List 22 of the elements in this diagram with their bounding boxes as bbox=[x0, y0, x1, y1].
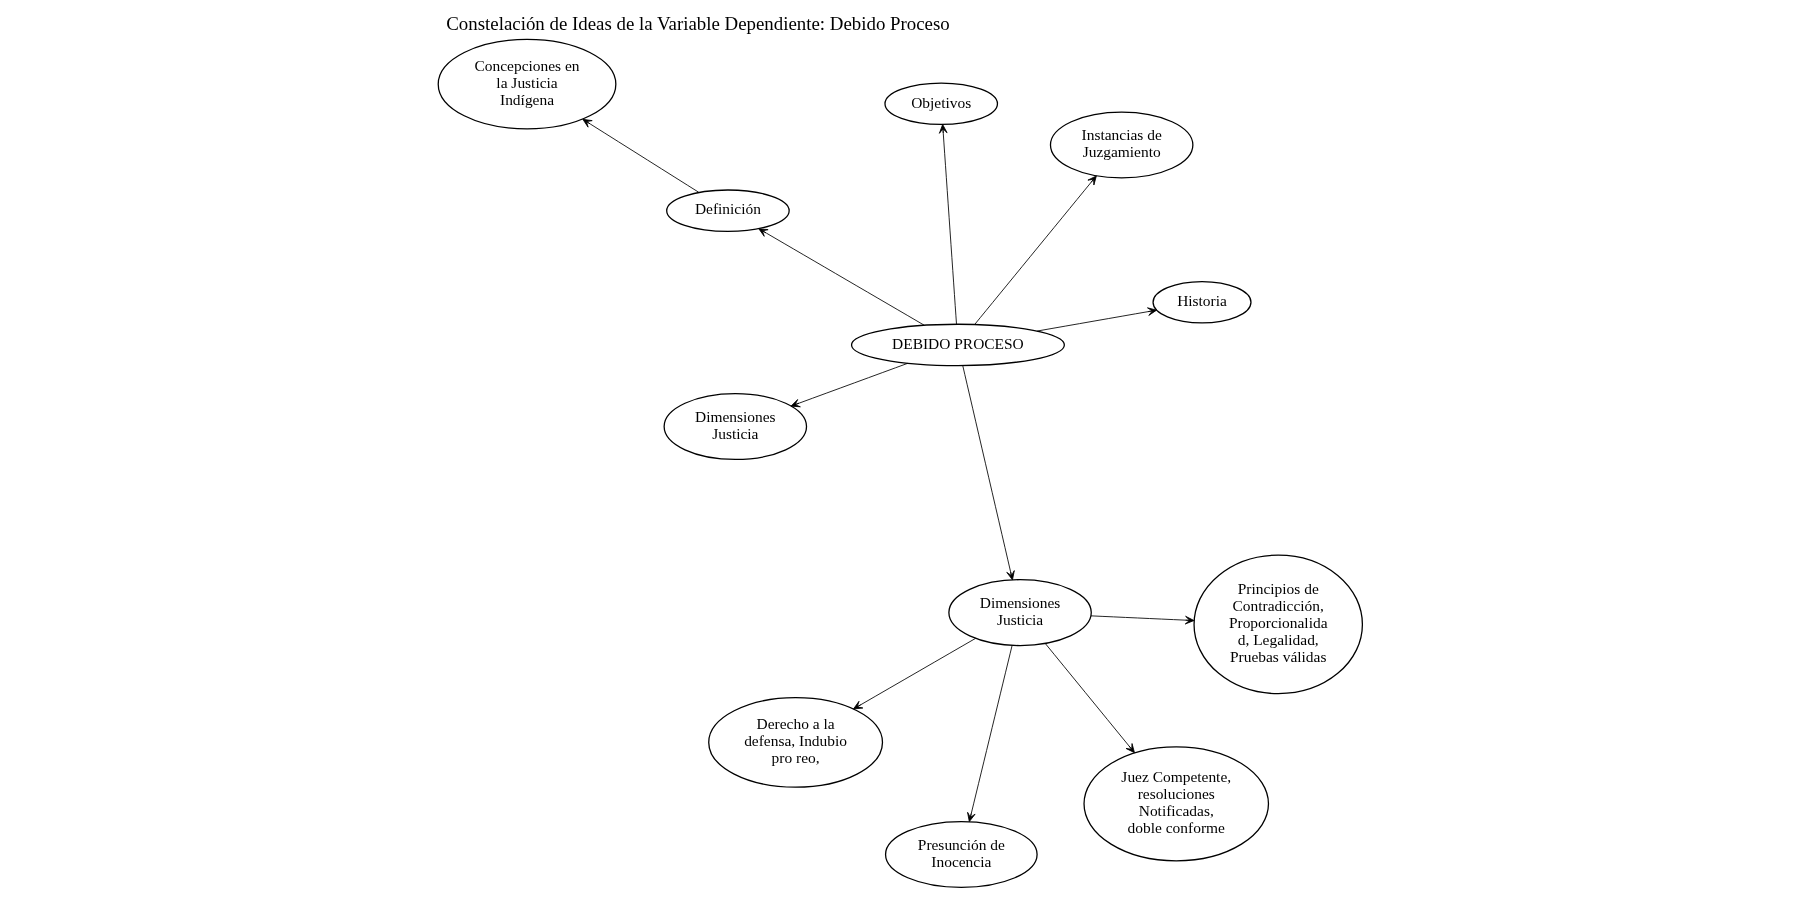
arrow bbox=[790, 362, 909, 408]
arrow bbox=[758, 228, 925, 326]
arrow bbox=[938, 124, 957, 325]
node-ellipse: Instancias de Juzgamiento bbox=[1049, 111, 1194, 179]
node-ellipse: Principios de Contradicción, Proporcionalida d, Legalidad, Pruebas válidas bbox=[1193, 554, 1364, 695]
node-ellipse: Dimensiones Justicia bbox=[948, 579, 1092, 647]
arrow bbox=[962, 365, 1015, 581]
arrow bbox=[1044, 642, 1135, 754]
arrow bbox=[1090, 615, 1195, 625]
node-ellipse: DEBIDO PROCESO bbox=[850, 323, 1065, 367]
node-ellipse: Definición bbox=[666, 189, 790, 232]
arrow bbox=[853, 637, 977, 710]
node-ellipse: Presunción de Inocencia bbox=[884, 820, 1038, 889]
node-ellipse: Dimensiones Justicia bbox=[663, 392, 808, 461]
diagram-title: Constelación de Ideas de la Variable Dependiente: Debido Proceso bbox=[446, 13, 950, 35]
node-ellipse: Juez Competente, resoluciones Notificadas, doble conforme bbox=[1083, 746, 1270, 862]
arrow bbox=[974, 175, 1097, 325]
node-ellipse: Historia bbox=[1152, 280, 1252, 324]
arrow bbox=[1036, 307, 1157, 332]
arrow bbox=[967, 644, 1013, 822]
node-ellipse: Objetivos bbox=[884, 82, 999, 126]
arrow bbox=[582, 118, 700, 193]
